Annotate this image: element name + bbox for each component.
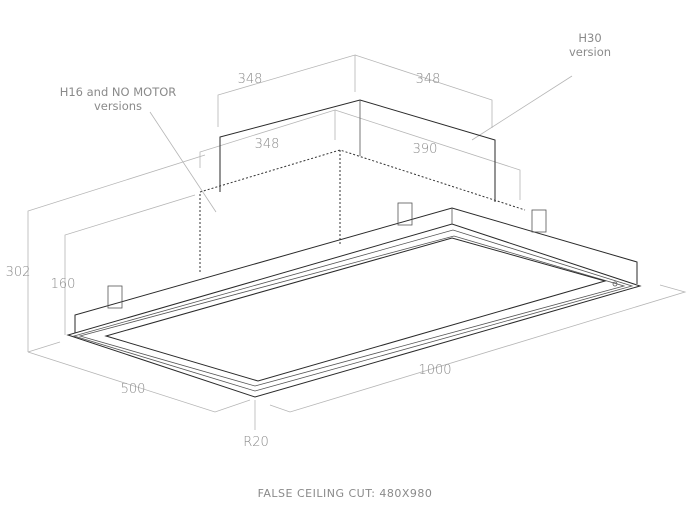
dim-top-depth: 348 bbox=[416, 72, 441, 87]
caption-ceiling-cut: FALSE CEILING CUT: 480X980 bbox=[258, 487, 433, 500]
dim-height-total: 302 bbox=[6, 265, 31, 280]
tall-motor-box bbox=[219, 99, 496, 202]
dim-width: 500 bbox=[121, 382, 146, 397]
dim-height-low: 160 bbox=[51, 277, 76, 292]
dimension-lines bbox=[27, 54, 687, 430]
dim-radius: R20 bbox=[243, 435, 269, 450]
hood-frame bbox=[66, 202, 642, 398]
low-motor-box bbox=[199, 149, 526, 272]
note-h30-line2: version bbox=[569, 45, 611, 59]
dim-inner-depth: 390 bbox=[413, 142, 438, 157]
dim-inner-width: 348 bbox=[255, 137, 280, 152]
note-h30-line1: H30 bbox=[578, 31, 601, 45]
note-h16-line2: versions bbox=[94, 99, 142, 113]
note-h16-line1: H16 and NO MOTOR bbox=[60, 85, 177, 99]
dim-length: 1000 bbox=[418, 363, 451, 378]
dim-top-width: 348 bbox=[238, 72, 263, 87]
